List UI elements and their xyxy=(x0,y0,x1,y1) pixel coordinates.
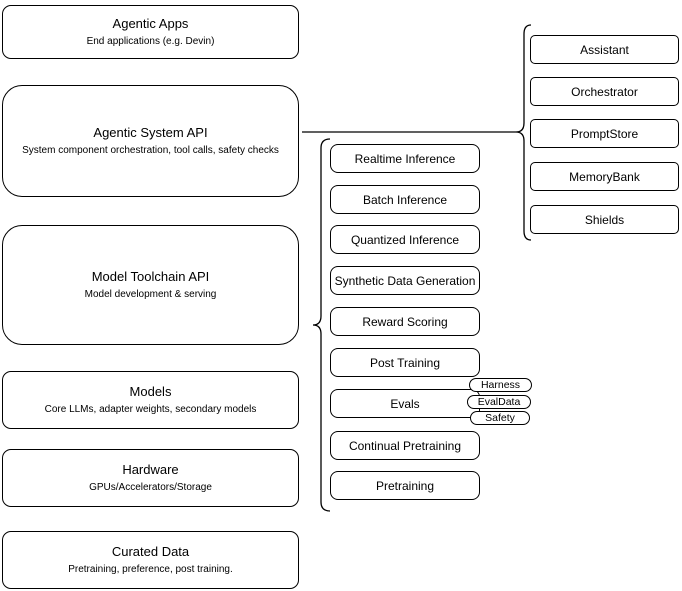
layer-subtitle: Core LLMs, adapter weights, secondary mo… xyxy=(44,404,257,415)
layer-agentic-system-api: Agentic System API System component orch… xyxy=(2,85,299,197)
toolchain-brace xyxy=(312,138,331,512)
toolchain-item-synthetic-data-generation: Synthetic Data Generation xyxy=(330,266,480,295)
eval-tag-label: Harness xyxy=(480,379,521,391)
layer-subtitle: Model development & serving xyxy=(84,289,217,300)
toolchain-item-label: Synthetic Data Generation xyxy=(334,273,476,288)
toolchain-item-label: Reward Scoring xyxy=(362,314,448,329)
toolchain-item-post-training: Post Training xyxy=(330,348,480,377)
toolchain-item-label: Realtime Inference xyxy=(354,151,456,166)
layer-subtitle: End applications (e.g. Devin) xyxy=(86,36,215,47)
layer-subtitle: GPUs/Accelerators/Storage xyxy=(89,482,212,493)
layer-curated-data: Curated Data Pretraining, preference, po… xyxy=(2,531,299,589)
toolchain-item-evals: Evals xyxy=(330,389,480,418)
eval-tag-safety: Safety xyxy=(470,411,530,425)
layer-title: Agentic System API xyxy=(93,125,208,140)
component-label: PromptStore xyxy=(570,126,639,141)
toolchain-item-label: Evals xyxy=(390,396,420,411)
layer-title: Hardware xyxy=(122,462,179,477)
layer-subtitle: Pretraining, preference, post training. xyxy=(68,564,233,575)
toolchain-item-label: Continual Pretraining xyxy=(348,438,462,453)
component-label: MemoryBank xyxy=(569,169,640,184)
toolchain-item-label: Post Training xyxy=(369,355,441,370)
toolchain-item-pretraining: Pretraining xyxy=(330,471,480,500)
layer-subtitle: System component orchestration, tool cal… xyxy=(22,145,279,156)
layer-model-toolchain-api: Model Toolchain API Model development & … xyxy=(2,225,299,345)
toolchain-item-label: Pretraining xyxy=(375,478,435,493)
layer-title: Agentic Apps xyxy=(112,16,189,31)
toolchain-item-batch-inference: Batch Inference xyxy=(330,185,480,214)
component-label: Shields xyxy=(584,212,625,227)
eval-tag-label: Safety xyxy=(485,412,515,424)
component-orchestrator: Orchestrator xyxy=(530,77,679,106)
layer-models: Models Core LLMs, adapter weights, secon… xyxy=(2,371,299,429)
components-brace xyxy=(515,24,532,241)
toolchain-item-continual-pretraining: Continual Pretraining xyxy=(330,431,480,460)
component-assistant: Assistant xyxy=(530,35,679,64)
component-promptstore: PromptStore xyxy=(530,119,679,148)
eval-tag-harness: Harness xyxy=(469,378,532,392)
component-shields: Shields xyxy=(530,205,679,234)
component-label: Assistant xyxy=(580,42,629,57)
layer-hardware: Hardware GPUs/Accelerators/Storage xyxy=(2,449,299,507)
toolchain-item-quantized-inference: Quantized Inference xyxy=(330,225,480,254)
toolchain-item-label: Quantized Inference xyxy=(350,232,460,247)
toolchain-item-reward-scoring: Reward Scoring xyxy=(330,307,480,336)
eval-tag-evaldata: EvalData xyxy=(467,395,531,409)
layer-title: Models xyxy=(129,384,172,399)
component-memorybank: MemoryBank xyxy=(530,162,679,191)
layer-title: Curated Data xyxy=(111,544,190,559)
layer-title: Model Toolchain API xyxy=(91,269,210,284)
component-label: Orchestrator xyxy=(571,84,638,99)
toolchain-item-label: Batch Inference xyxy=(362,192,448,207)
layer-agentic-apps: Agentic Apps End applications (e.g. Devi… xyxy=(2,5,299,59)
eval-tag-label: EvalData xyxy=(477,396,521,408)
toolchain-item-realtime-inference: Realtime Inference xyxy=(330,144,480,173)
